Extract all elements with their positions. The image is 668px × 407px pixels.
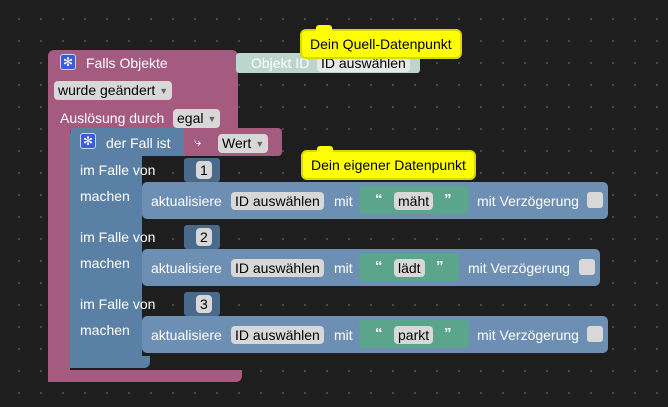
source-datapoint-tooltip: Dein Quell-Datenpunkt	[300, 25, 462, 59]
event-block-spine	[48, 120, 70, 382]
delay-checkbox-1[interactable]	[587, 192, 603, 208]
change-mode-value: wurde geändert	[58, 82, 156, 98]
update-action-label-3: aktualisiere	[151, 327, 222, 343]
delay-checkbox-2[interactable]	[579, 259, 595, 275]
case-value-1[interactable]: 1	[196, 161, 212, 179]
quote-close-icon: ”	[444, 325, 452, 342]
event-block-title: Falls Objekte	[86, 55, 168, 71]
object-id-label: Objekt ID	[251, 55, 310, 71]
do-label-1: machen	[80, 188, 130, 204]
update-action-label-1: aktualisiere	[151, 193, 222, 209]
case-label-2: im Falle von	[80, 229, 156, 245]
quote-close-icon: ”	[436, 258, 444, 275]
update-id-field-3[interactable]: ID auswählen	[231, 326, 324, 344]
own-datapoint-tooltip: Dein eigener Datenpunkt	[301, 146, 476, 180]
update-with-label-3: mit	[334, 327, 353, 343]
change-mode-dropdown[interactable]: wurde geändert▼	[54, 81, 173, 101]
tooltip-tab	[317, 146, 333, 152]
object-id-value: ID auswählen	[321, 55, 406, 71]
case-label-1: im Falle von	[80, 162, 156, 178]
source-datapoint-tooltip-text: Dein Quell-Datenpunkt	[310, 36, 452, 52]
case-label-3: im Falle von	[80, 296, 156, 312]
delay-label-3: mit Verzögerung	[477, 327, 579, 343]
gear-icon[interactable]: ✻	[60, 54, 76, 70]
arrow-icon: ⤷	[194, 134, 202, 149]
do-label-2: machen	[80, 255, 130, 271]
update-with-label-1: mit	[334, 193, 353, 209]
delay-label-2: mit Verzögerung	[468, 260, 570, 276]
quote-close-icon: ”	[444, 191, 452, 208]
switch-block-footer	[70, 356, 150, 368]
value-dropdown[interactable]: Wert▼	[218, 134, 269, 154]
own-datapoint-tooltip-text: Dein eigener Datenpunkt	[311, 157, 466, 173]
update-id-field-2[interactable]: ID auswählen	[231, 259, 324, 277]
update-action-label-2: aktualisiere	[151, 260, 222, 276]
quote-open-icon: “	[375, 325, 383, 342]
text-value-3[interactable]: parkt	[394, 326, 434, 344]
chevron-down-icon: ▼	[255, 139, 265, 150]
switch-block-title: der Fall ist	[106, 135, 171, 151]
trigger-dropdown[interactable]: egal▼	[173, 109, 221, 129]
update-with-label-2: mit	[334, 260, 353, 276]
trigger-value: egal	[177, 110, 204, 126]
case-value-2[interactable]: 2	[196, 228, 212, 246]
event-block-footer	[48, 370, 242, 382]
trigger-label: Auslösung durch	[60, 110, 165, 126]
delay-label-1: mit Verzögerung	[477, 193, 579, 209]
value-label: Wert	[222, 135, 252, 151]
quote-open-icon: “	[375, 258, 383, 275]
delay-checkbox-3[interactable]	[587, 326, 603, 342]
gear-icon[interactable]: ✻	[80, 133, 96, 149]
chevron-down-icon: ▼	[207, 114, 217, 125]
chevron-down-icon: ▼	[159, 86, 169, 97]
switch-block-spine	[70, 150, 142, 368]
tooltip-tab	[316, 25, 332, 31]
quote-open-icon: “	[375, 191, 383, 208]
text-value-1[interactable]: mäht	[394, 192, 434, 210]
case-value-3[interactable]: 3	[196, 295, 212, 313]
text-value-2[interactable]: lädt	[394, 259, 425, 277]
update-id-field-1[interactable]: ID auswählen	[231, 192, 324, 210]
do-label-3: machen	[80, 322, 130, 338]
